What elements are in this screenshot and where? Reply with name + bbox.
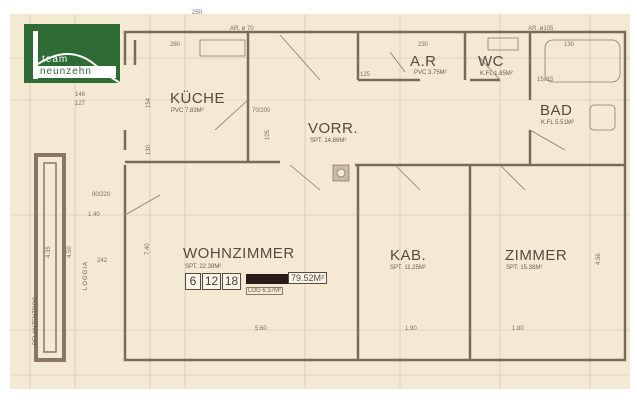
room-zimmer-label: ZIMMER — [505, 247, 568, 264]
dim-label: 1.40 — [88, 212, 100, 218]
dim-label: 4.50 — [67, 246, 73, 258]
unit-code-3: 18 — [222, 273, 241, 290]
room-vorr-label: VORR. — [308, 120, 359, 137]
dim-label: 1.80 — [512, 326, 524, 332]
room-wc-area: K.FL 1.85M² — [480, 71, 513, 77]
dim-label: 130 — [564, 42, 575, 48]
grid-lines — [10, 14, 630, 389]
walls — [123, 30, 627, 362]
dim-label: 5.60 — [255, 326, 267, 332]
room-kab-label: KAB. — [390, 247, 427, 264]
dim-label: 105 — [265, 129, 271, 140]
dim-label: AR. ø 70 — [230, 26, 254, 32]
unit-code-1: 6 — [185, 273, 201, 290]
dim-label: 125 — [360, 72, 371, 78]
door-swings — [124, 34, 566, 216]
dim-label: 70/200 — [252, 108, 271, 114]
fixtures — [199, 37, 621, 182]
dim-label: 242 — [97, 258, 108, 264]
dim-label: 146 — [75, 92, 86, 98]
room-loggia-label: LOGGIA — [83, 260, 89, 290]
room-zimmer-area: SPT. 15.38M² — [506, 265, 543, 271]
dim-label: 130 — [146, 144, 152, 155]
logo-mark — [33, 31, 120, 83]
dim-label: 7.40 — [145, 243, 151, 255]
dim-label: 15x15 — [537, 77, 554, 83]
dim-label: 1.90 — [405, 326, 417, 332]
loggia-area: LOG 6.37M² — [246, 287, 284, 295]
room-ar-area: PVC 3.75M² — [414, 70, 447, 76]
redacted-block — [246, 274, 288, 284]
dim-label: 280 — [170, 42, 181, 48]
dim-label: 230 — [418, 42, 429, 48]
dim-label: 250 — [192, 10, 203, 16]
room-vorr-area: SPT. 14.86M² — [310, 138, 347, 144]
dim-label: AR. ø105 — [528, 26, 554, 32]
room-wc-label: WC — [478, 53, 504, 70]
logo-text-neunzehn: neunzehn — [38, 66, 116, 78]
dim-label: 4.35 — [46, 246, 52, 258]
loggia-planter — [34, 153, 66, 362]
dim-label: 90/220 — [92, 192, 111, 198]
room-bad-area: K.FL 5.51M² — [541, 120, 574, 126]
dim-label: 154 — [146, 97, 152, 108]
room-kueche-area: PVC 7.83M² — [171, 108, 204, 114]
room-kab-area: SPT. 11.25M² — [390, 265, 426, 271]
unit-code-2: 12 — [202, 273, 221, 290]
dim-label: 127 — [75, 101, 86, 107]
pflanzentrog-label: PFLANZENTROG — [33, 296, 39, 345]
room-wohnzimmer-label: WOHNZIMMER — [183, 245, 295, 262]
room-ar-label: A.R — [410, 53, 437, 70]
room-wohnzimmer-area: SPT. 22.38M² — [185, 264, 222, 270]
dim-label: 4.56 — [596, 253, 602, 265]
logo-text-team: team — [42, 54, 69, 65]
team-neunzehn-logo: team neunzehn — [24, 24, 120, 83]
room-bad-label: BAD — [540, 102, 573, 119]
room-kueche-label: KÜCHE — [170, 90, 226, 107]
total-area: 79.52M² — [288, 272, 328, 284]
